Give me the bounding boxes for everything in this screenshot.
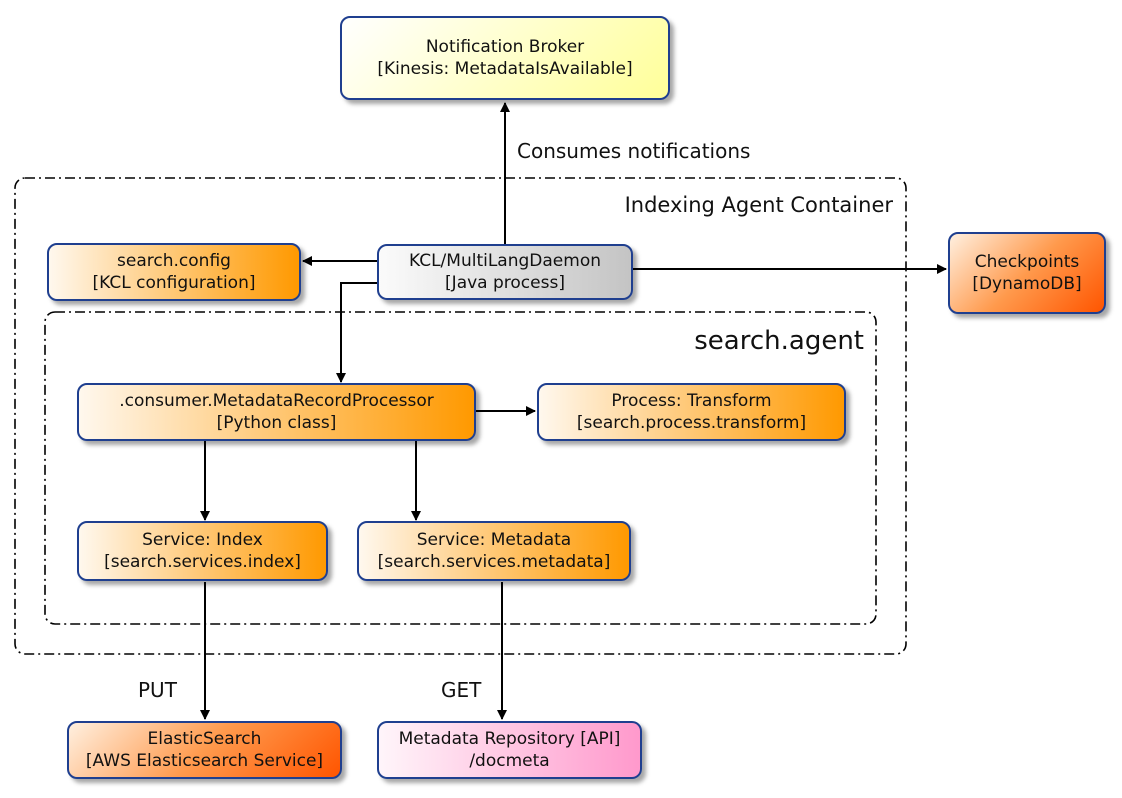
node-title: Service: Metadata [416, 530, 572, 550]
node-title: .consumer.MetadataRecordProcessor [119, 391, 434, 411]
node-title: search.config [117, 251, 231, 271]
edge-label-consumes: Consumes notifications [517, 139, 751, 163]
node-title: KCL/MultiLangDaemon [409, 251, 601, 271]
notification-broker-node[interactable]: Notification Broker [Kinesis: MetadataIs… [340, 16, 670, 100]
service-metadata-node[interactable]: Service: Metadata [search.services.metad… [357, 521, 631, 581]
search-agent-container-title: search.agent [694, 326, 864, 356]
node-title: Process: Transform [611, 391, 772, 411]
service-index-node[interactable]: Service: Index [search.services.index] [77, 521, 328, 581]
node-title: ElasticSearch [147, 729, 262, 749]
node-subtitle: [DynamoDB] [972, 274, 1082, 294]
node-title: Metadata Repository [API] [398, 729, 621, 749]
edge-kcl-to-processor [336, 282, 377, 383]
indexing-agent-container-border [14, 177, 907, 655]
search-agent-container-border [44, 311, 877, 625]
checkpoints-node[interactable]: Checkpoints [DynamoDB] [948, 232, 1106, 314]
edge-label-get: GET [441, 678, 482, 702]
search-config-node[interactable]: search.config [KCL configuration] [47, 243, 301, 301]
node-title: Checkpoints [974, 252, 1080, 272]
node-subtitle: [Python class] [216, 413, 337, 433]
node-subtitle: [Kinesis: MetadataIsAvailable] [377, 59, 633, 79]
node-subtitle: [Java process] [445, 273, 565, 293]
edge-label-put: PUT [138, 678, 177, 702]
metadata-repository-node[interactable]: Metadata Repository [API] /docmeta [377, 721, 642, 779]
node-title: Service: Index [142, 530, 263, 550]
node-subtitle: /docmeta [469, 751, 550, 771]
process-transform-node[interactable]: Process: Transform [search.process.trans… [537, 383, 846, 441]
node-subtitle: [search.services.index] [104, 552, 301, 572]
node-subtitle: [AWS Elasticsearch Service] [85, 751, 324, 771]
record-processor-node[interactable]: .consumer.MetadataRecordProcessor [Pytho… [77, 383, 476, 441]
node-title: Notification Broker [425, 37, 585, 57]
node-subtitle: [KCL configuration] [92, 273, 256, 293]
kcl-daemon-node[interactable]: KCL/MultiLangDaemon [Java process] [377, 244, 633, 300]
node-subtitle: [search.process.transform] [576, 413, 807, 433]
node-subtitle: [search.services.metadata] [377, 552, 611, 572]
indexing-agent-container-title: Indexing Agent Container [624, 193, 893, 217]
elasticsearch-node[interactable]: ElasticSearch [AWS Elasticsearch Service… [67, 721, 342, 779]
